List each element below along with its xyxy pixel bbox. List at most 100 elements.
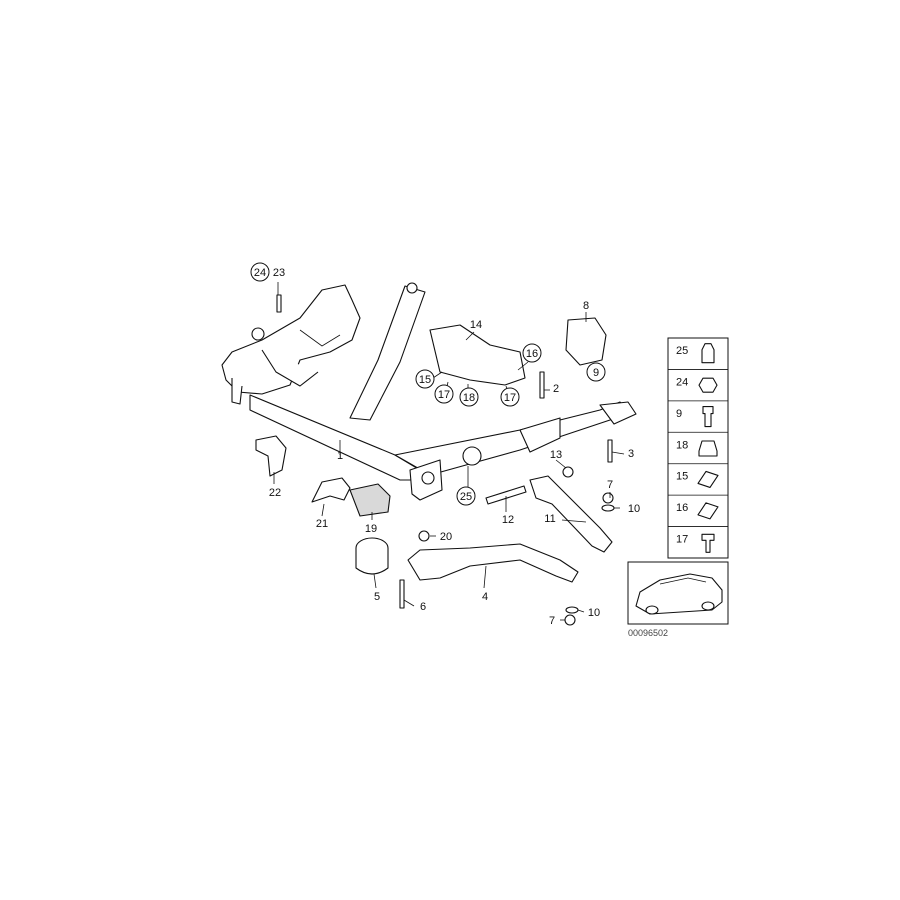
callout-number: 12: [502, 514, 514, 526]
front-axle-carrier: [221, 282, 637, 501]
callout-21: 21: [316, 518, 328, 530]
callout-circle: [456, 486, 476, 506]
callout-13: 13: [550, 449, 562, 461]
callout-number: 7: [607, 479, 613, 491]
callout-7: 7: [607, 479, 613, 491]
callout-22: 22: [269, 487, 281, 499]
callout-number: 9: [593, 367, 599, 379]
legend-row: 16: [668, 494, 728, 520]
callout-number: 16: [526, 348, 538, 360]
nut-flange-icon: [698, 440, 718, 457]
legend-number: 9: [676, 408, 682, 420]
fastener-legend: 25 24 9 18 15 16 17: [667, 337, 729, 559]
legend-number: 17: [676, 534, 688, 546]
legend-row: 15: [668, 463, 728, 488]
callout-number: 25: [460, 491, 472, 503]
legend-row: 9: [668, 400, 728, 428]
bolt-3: [607, 439, 613, 463]
nut-13: [562, 466, 574, 478]
callout-number: 24: [254, 267, 266, 279]
callout-8: 8: [583, 300, 589, 312]
callout-number: 5: [374, 591, 380, 603]
callout-14: 14: [470, 319, 482, 331]
bolt-icon: [702, 406, 714, 428]
callout-11: 11: [544, 513, 555, 525]
diagram-code: 00096502: [628, 628, 668, 638]
nut-tall-icon: [701, 343, 715, 364]
legend-row: 18: [668, 431, 728, 457]
callout-circle: [250, 262, 270, 282]
callout-1: 1: [337, 450, 343, 462]
legend-number: 24: [676, 376, 688, 388]
callout-23: 23: [273, 267, 285, 279]
callout-number: 13: [550, 449, 562, 461]
callout-circle: [500, 387, 520, 407]
callout-circle: [586, 362, 606, 382]
callout-number: 4: [482, 591, 488, 603]
legend-number: 16: [676, 502, 688, 514]
bracket-22: [255, 435, 287, 477]
callout-18: 18: [459, 387, 479, 407]
callout-number: 23: [273, 267, 285, 279]
callout-number: 19: [365, 523, 377, 535]
callout-2: 2: [553, 383, 559, 395]
callout-5: 5: [374, 591, 380, 603]
legend-row: 17: [668, 526, 728, 553]
rubber-mount-19: [349, 483, 391, 517]
bolt-6: [399, 579, 405, 609]
nut-7-lower: [564, 614, 576, 626]
bracket: [565, 317, 607, 366]
heat-shield: [429, 324, 526, 386]
callout-number: 2: [553, 383, 559, 395]
legend-number: 18: [676, 439, 688, 451]
callout-number: 15: [419, 374, 431, 386]
callout-19: 19: [365, 523, 377, 535]
callout-number: 17: [438, 389, 450, 401]
vehicle-thumbnail: 00096502: [627, 561, 729, 638]
callout-number: 8: [583, 300, 589, 312]
callout-number: 10: [588, 607, 600, 619]
nut-7-upper: [602, 492, 614, 504]
clip-nut-icon: [697, 470, 719, 488]
callout-25: 25: [456, 486, 476, 506]
clamp-21: [311, 477, 351, 503]
callout-number: 3: [628, 448, 634, 460]
bolt-23: [276, 294, 282, 313]
callout-20: 20: [440, 531, 452, 543]
washer-10-upper: [601, 504, 615, 512]
callout-3: 3: [628, 448, 634, 460]
callout-number: 10: [628, 503, 640, 515]
legend-number: 15: [676, 471, 688, 483]
nut-20: [418, 530, 430, 542]
callout-number: 7: [549, 615, 555, 627]
callout-number: 11: [544, 513, 555, 525]
callout-4: 4: [482, 591, 488, 603]
callout-17: 17: [434, 384, 454, 404]
callout-circle: [522, 343, 542, 363]
callout-9: 9: [586, 362, 606, 382]
callout-number: 20: [440, 531, 452, 543]
callout-6: 6: [420, 601, 426, 613]
callout-number: 17: [504, 392, 516, 404]
tension-strut-11: [529, 475, 613, 553]
bushing-5: [355, 537, 389, 575]
callout-number: 1: [337, 450, 343, 462]
callout-circle: [459, 387, 479, 407]
callout-number: 18: [463, 392, 475, 404]
bolt-12: [485, 485, 527, 505]
control-arm-4: [407, 543, 579, 583]
callout-16: 16: [522, 343, 542, 363]
callout-circle: [434, 384, 454, 404]
car-icon: [635, 573, 723, 615]
washer-10-lower: [565, 606, 579, 614]
callout-10: 10: [628, 503, 640, 515]
clip-nut-icon: [697, 502, 719, 520]
callout-number: 14: [470, 319, 482, 331]
bolt-2: [539, 371, 545, 399]
legend-row: 24: [668, 369, 728, 393]
legend-number: 25: [676, 345, 688, 357]
callout-12: 12: [502, 514, 514, 526]
callout-10: 10: [588, 607, 600, 619]
